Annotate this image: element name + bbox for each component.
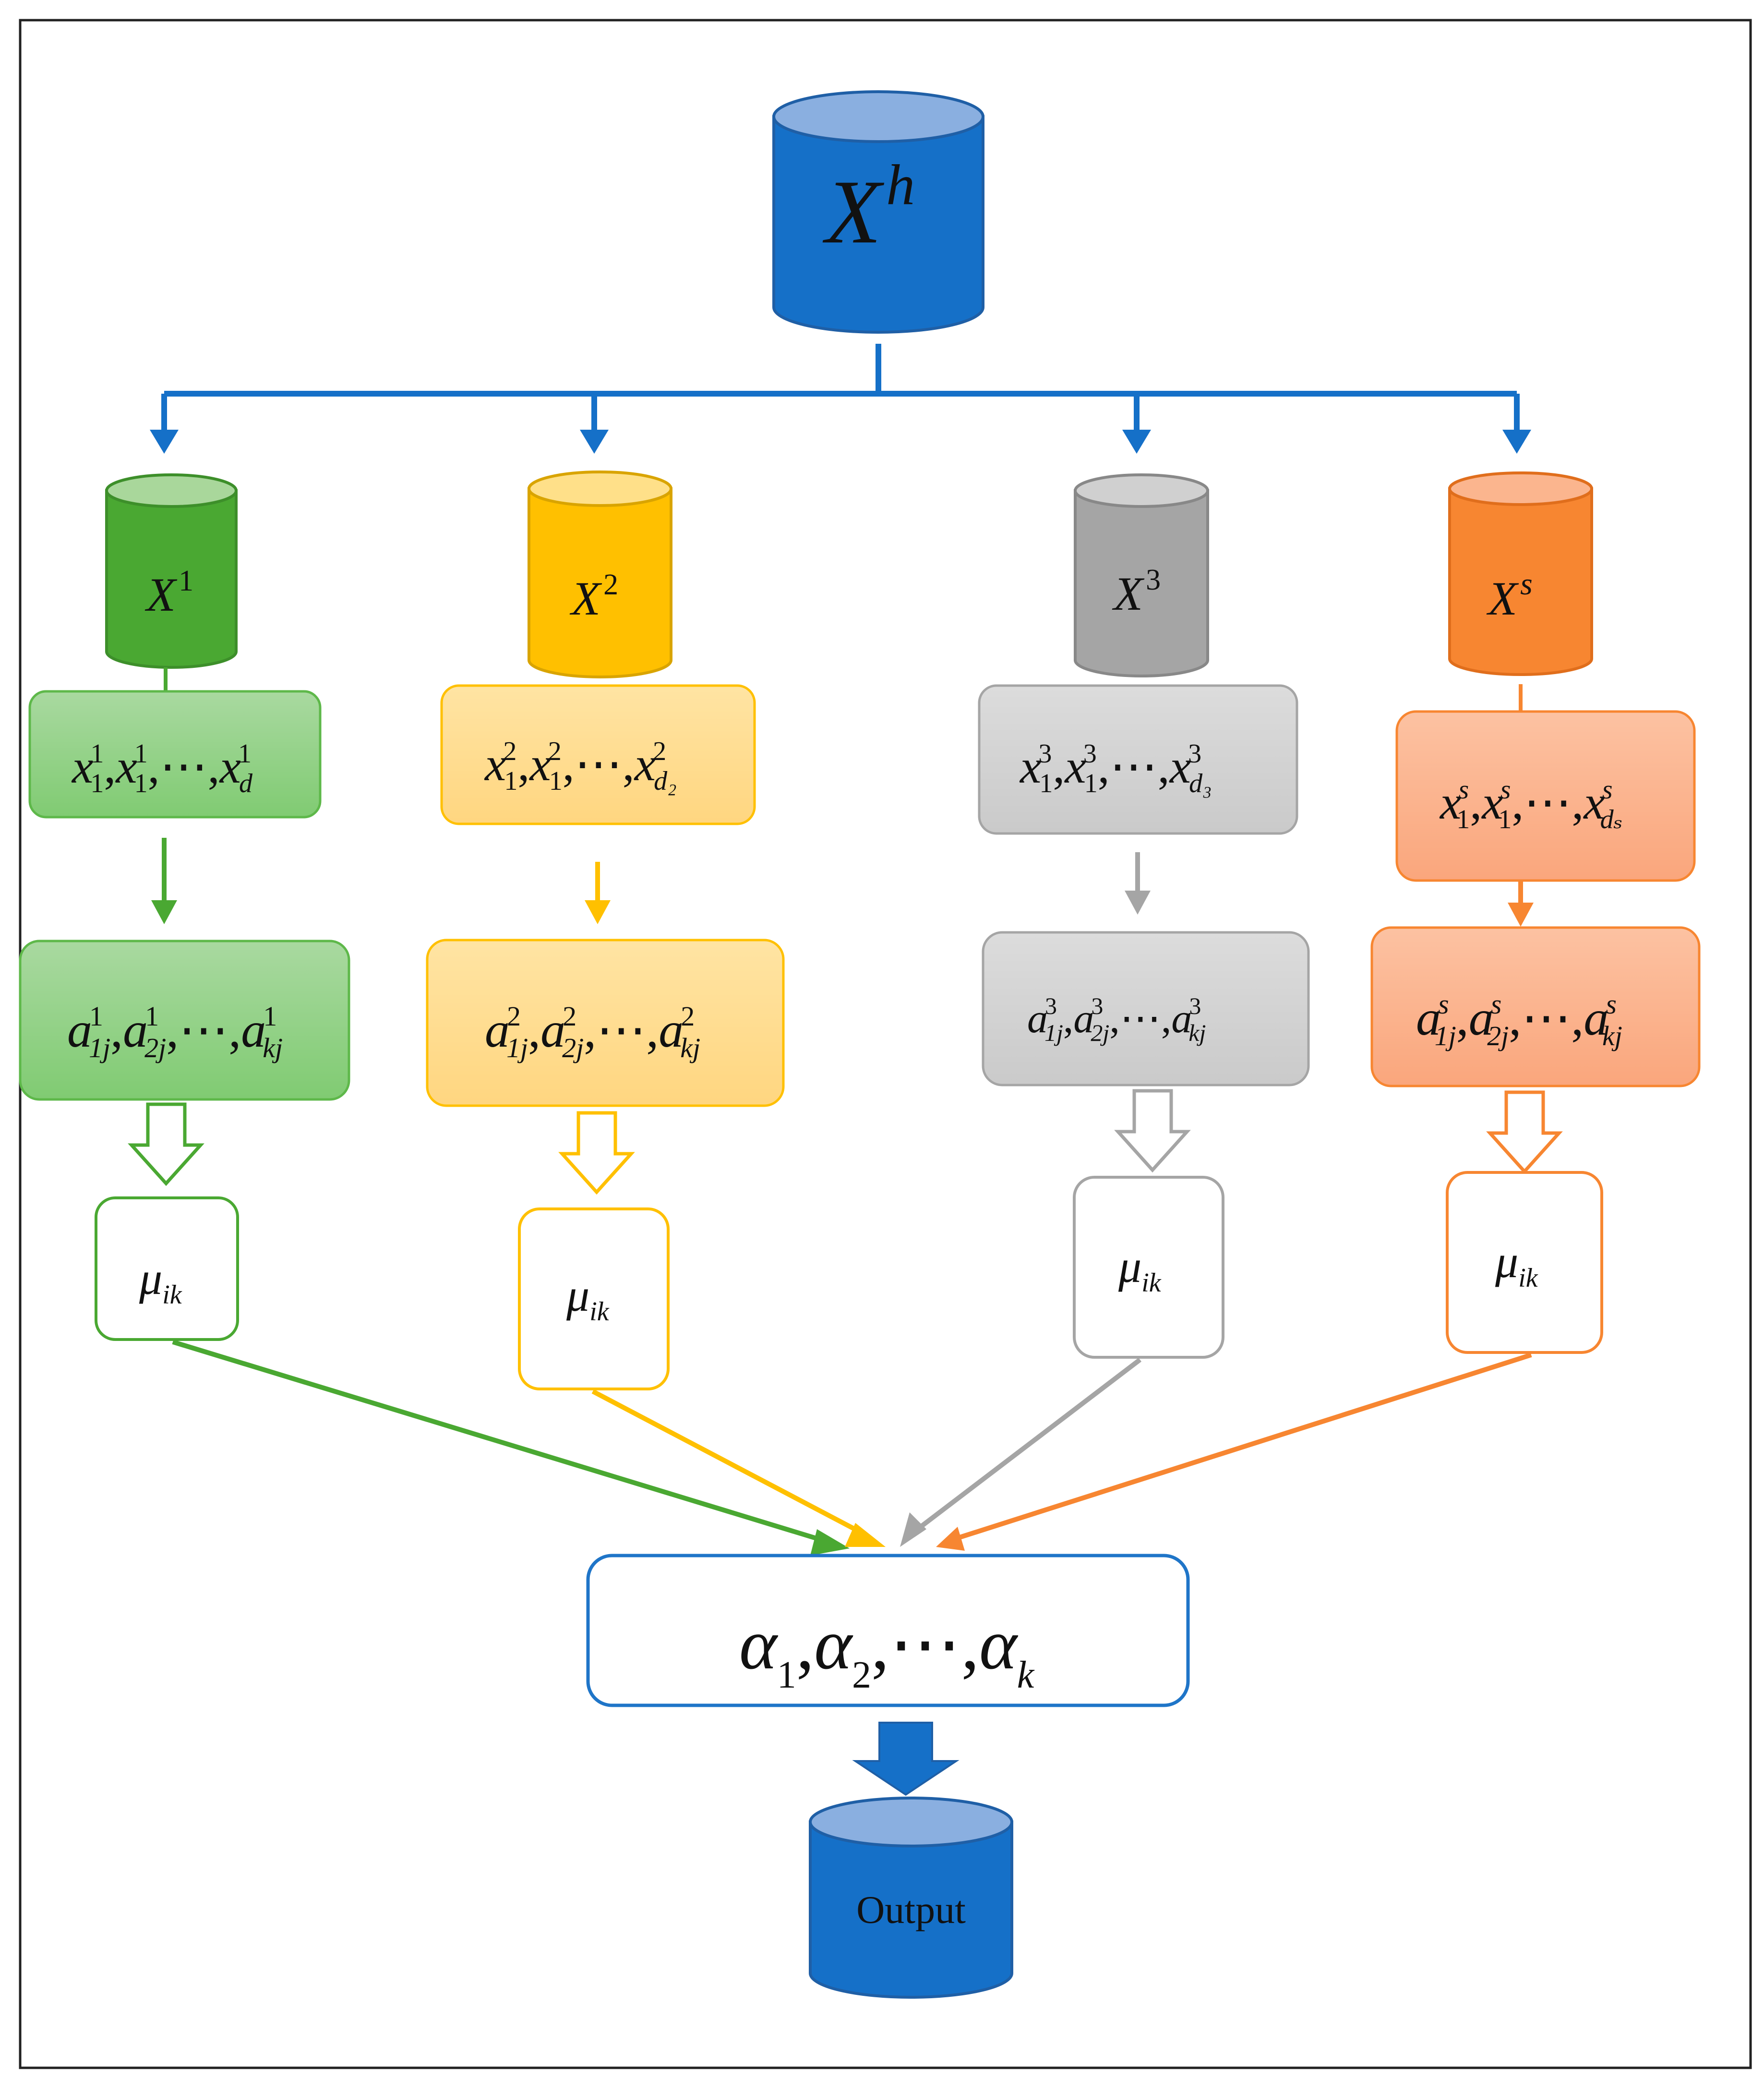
branch-3-hollow-arrow xyxy=(1114,1089,1191,1173)
output-database: Output xyxy=(809,1797,1013,1999)
green-converge-arrow xyxy=(172,1340,827,1544)
branch-2-mu: μik xyxy=(566,1269,610,1327)
output-label: Output xyxy=(856,1888,966,1931)
branch-s-features-box xyxy=(1395,710,1696,882)
branch-3-mu: μik xyxy=(1118,1241,1162,1298)
branch-2-coeffs-box xyxy=(426,939,785,1107)
gray-converge-arrow xyxy=(912,1358,1142,1533)
arrowhead-branch-s xyxy=(1502,430,1531,454)
branch-1-arrowhead xyxy=(151,900,177,924)
branch-2-features-box xyxy=(440,684,756,825)
yellow-converge-arrow xyxy=(591,1389,865,1536)
branch-s-coeffs-box xyxy=(1370,926,1701,1087)
arrowhead-branch-2 xyxy=(580,430,609,454)
output-cylinder-body xyxy=(809,1821,1013,1999)
branch-3-arrowhead xyxy=(1125,891,1151,915)
branch-2-arrowhead xyxy=(585,900,611,924)
output-block-arrow xyxy=(852,1722,960,1796)
branch-1-cylinder-top xyxy=(105,473,238,508)
branch-2-mu-box xyxy=(518,1207,670,1390)
branch-2-db-label: X2 xyxy=(569,568,618,625)
source-database: Xh xyxy=(772,90,984,334)
source-cylinder-body xyxy=(772,115,984,334)
converging-arrowheads xyxy=(810,1512,965,1556)
branch-2-cylinder-body xyxy=(528,487,672,678)
arrowhead-branch-1 xyxy=(150,430,179,454)
branch-3-features-box xyxy=(978,684,1298,835)
converging-arrows xyxy=(172,1340,1532,1544)
branch-s-cylinder-top xyxy=(1448,471,1593,506)
output-cylinder-top xyxy=(809,1797,1013,1847)
gray-converge-head xyxy=(900,1512,926,1547)
branch-s-db-label: Xs xyxy=(1486,567,1533,625)
branch-2-cylinder-top xyxy=(528,471,672,507)
branch-s-mu-box xyxy=(1446,1171,1603,1354)
branch-1-cylinder-body xyxy=(105,489,238,669)
source-label: Xh xyxy=(822,153,915,263)
branch-1-features-box xyxy=(28,690,322,819)
branch-1-hollow-arrow xyxy=(128,1102,204,1186)
green-converge-head xyxy=(810,1529,850,1556)
branch-3-coeffs-box xyxy=(982,931,1310,1086)
branch-3-cylinder-top xyxy=(1074,473,1209,508)
distribution-arrows xyxy=(161,344,1520,432)
alpha-weights: α1,α2,⋯,αk xyxy=(739,1605,1035,1696)
branch-s-hollow-arrow xyxy=(1486,1090,1563,1174)
combination-box xyxy=(586,1554,1190,1707)
branch-1-coeffs-box xyxy=(19,940,350,1101)
branch-3-cylinder-body xyxy=(1074,489,1209,677)
source-cylinder-top xyxy=(772,90,984,143)
orange-converge-head xyxy=(936,1527,965,1551)
orange-converge-arrow xyxy=(954,1352,1532,1541)
branch-s-arrowhead xyxy=(1508,903,1534,927)
branch-1-db-label: X1 xyxy=(144,565,193,621)
branch-3-mu-box xyxy=(1073,1176,1224,1359)
yellow-converge-head xyxy=(845,1523,886,1547)
branch-s-mu: μik xyxy=(1495,1236,1538,1293)
branch-3-db-label: X3 xyxy=(1112,564,1161,620)
branch-2-hollow-arrow xyxy=(558,1111,635,1195)
branch-s-cylinder-body xyxy=(1448,487,1593,676)
branch-1-mu: μik xyxy=(139,1253,182,1310)
distribution-arrowheads xyxy=(150,430,1531,454)
branch-1-mu-box xyxy=(95,1196,239,1341)
arrowhead-branch-3 xyxy=(1122,430,1151,454)
